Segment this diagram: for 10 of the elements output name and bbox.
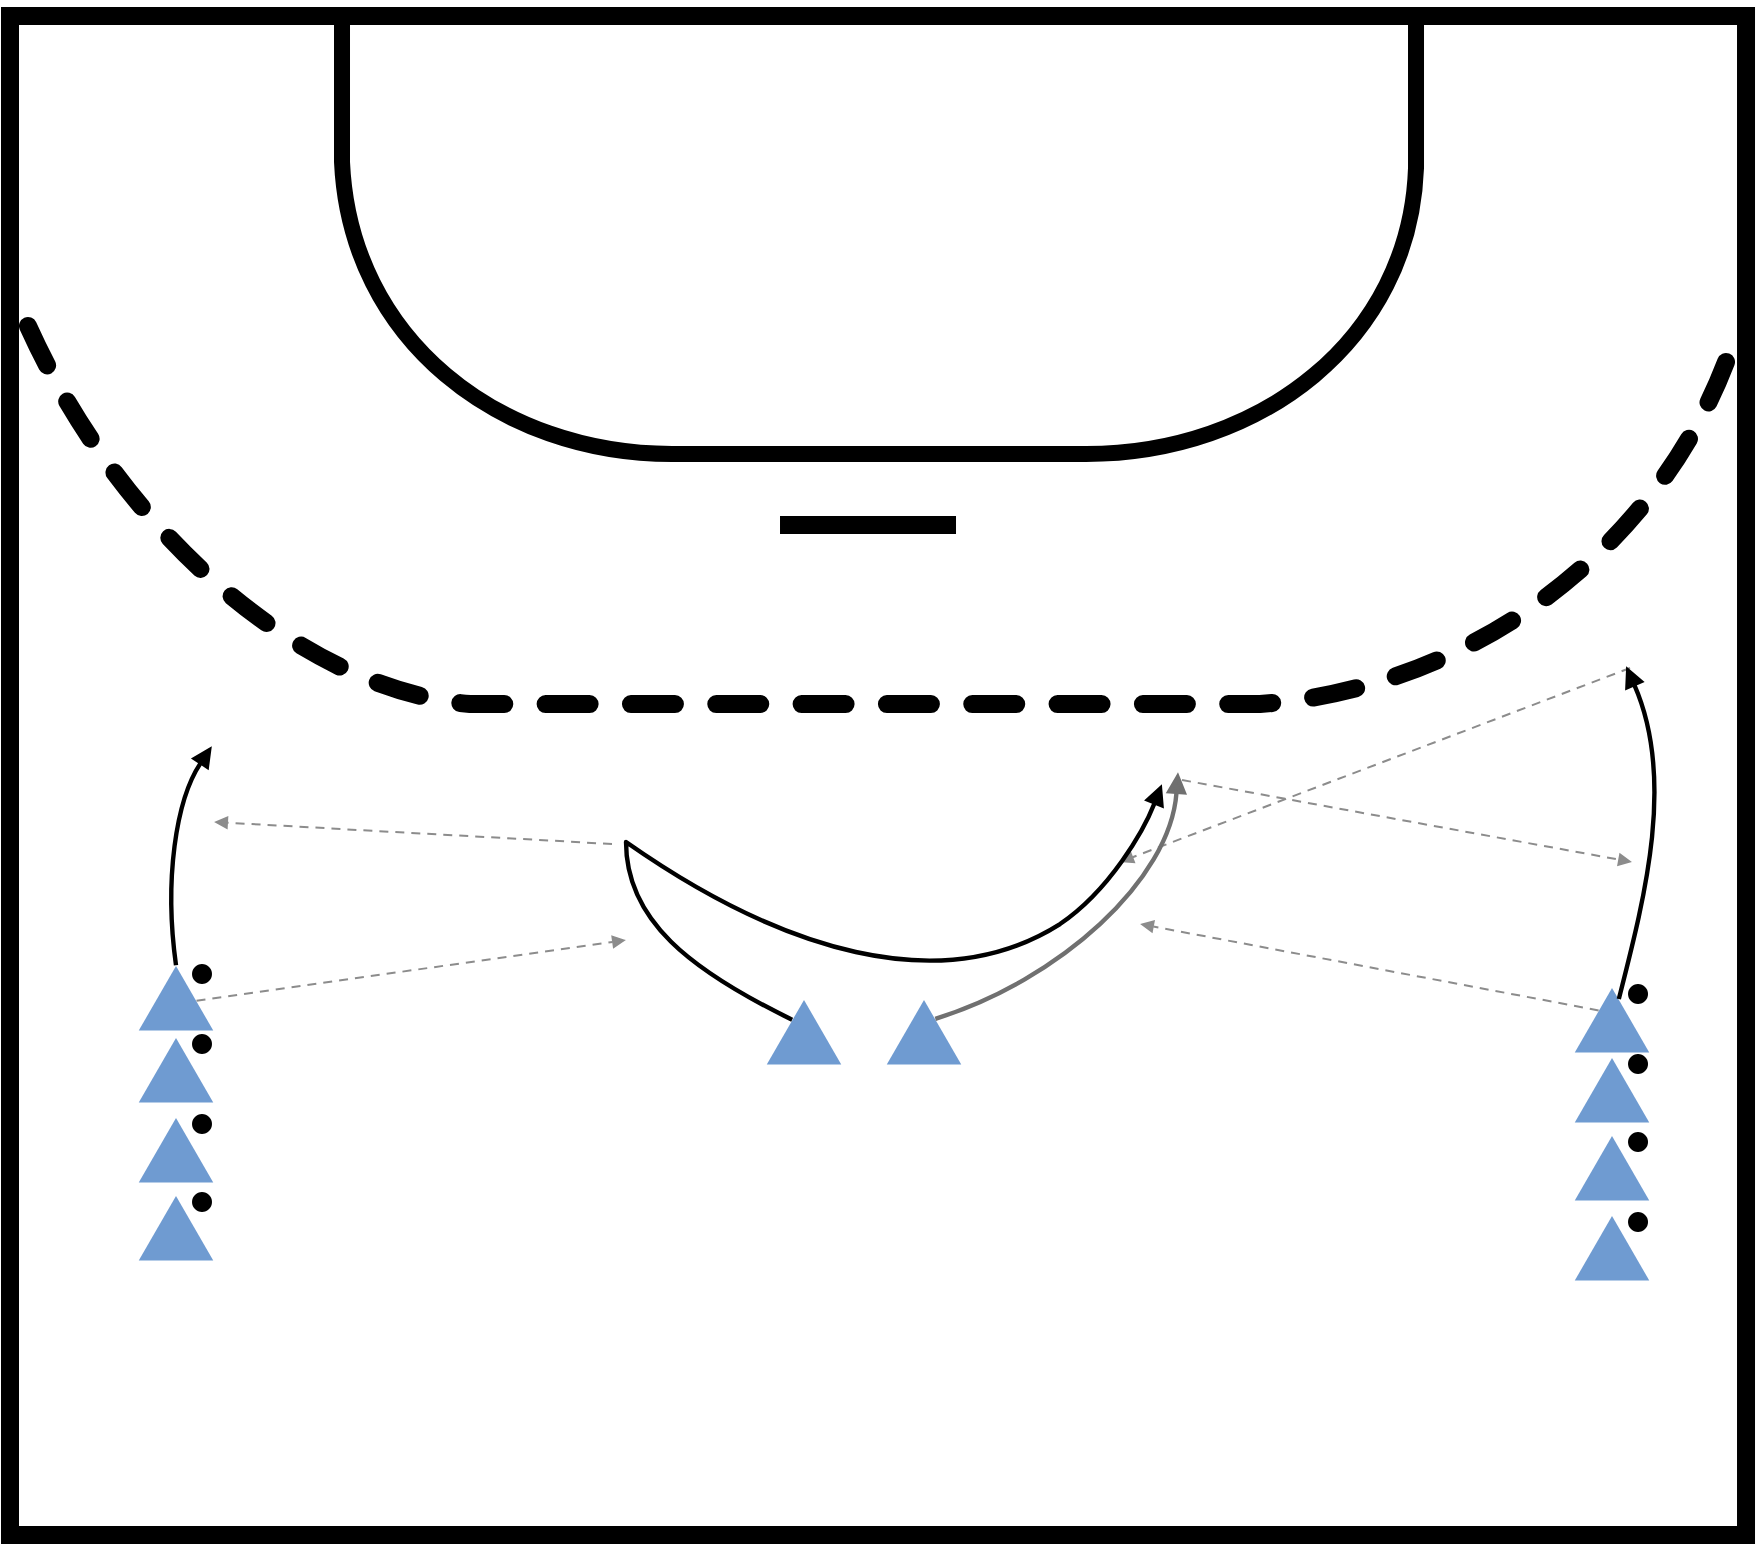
player-triangle	[138, 1196, 214, 1261]
player-triangle	[1574, 1136, 1650, 1201]
player-triangle	[138, 1038, 214, 1103]
player-triangle	[1574, 988, 1650, 1053]
player-triangle	[138, 1118, 214, 1183]
player-triangle	[766, 1000, 842, 1065]
player-triangle	[1574, 1216, 1650, 1281]
player-triangle	[138, 966, 214, 1031]
player-triangle	[1574, 1058, 1650, 1123]
player-triangle	[886, 1000, 962, 1065]
